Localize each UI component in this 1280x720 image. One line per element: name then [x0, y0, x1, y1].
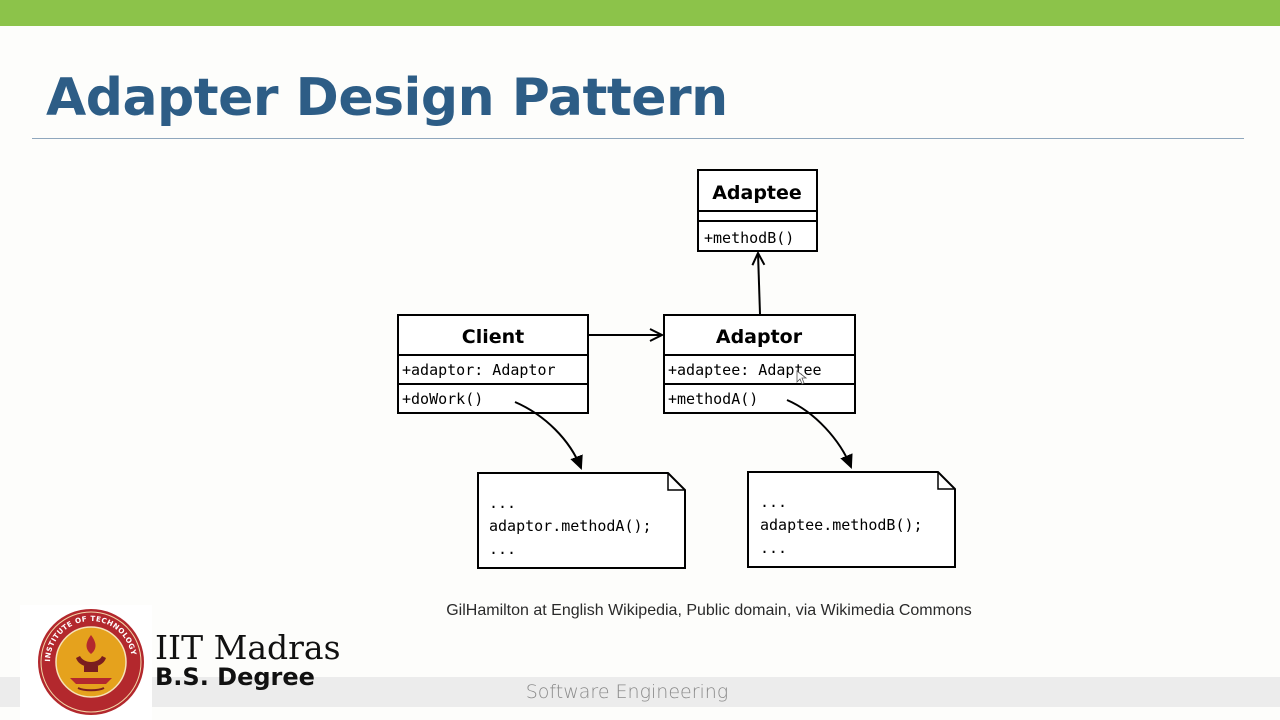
top-accent-bar: [0, 0, 1280, 26]
adaptor-attribute: +adaptee: Adaptee: [668, 361, 822, 379]
slide-title: Adapter Design Pattern: [46, 68, 728, 128]
adaptor-class-name: Adaptor: [716, 326, 803, 348]
client-note-line: ...: [489, 494, 516, 512]
brand-subtitle: B.S. Degree: [155, 663, 315, 691]
client-class: Client +adaptor: Adaptor +doWork(): [397, 314, 589, 414]
adaptor-to-adaptee-arrow: [758, 253, 760, 315]
adaptor-note-link: [786, 399, 851, 467]
title-divider: [32, 138, 1244, 139]
client-note-link: [514, 401, 581, 468]
adaptor-note: ... adaptee.methodB(); ...: [747, 471, 956, 568]
image-credit: GilHamilton at English Wikipedia, Public…: [446, 602, 972, 619]
client-attribute: +adaptor: Adaptor: [402, 361, 556, 379]
client-note-line: ...: [489, 540, 516, 558]
adaptee-operation: +methodB(): [704, 229, 794, 247]
footer-bar: [0, 677, 1280, 707]
adaptor-operation: +methodA(): [668, 390, 758, 408]
mouse-cursor-icon: [796, 370, 808, 385]
client-note: ... adaptor.methodA(); ...: [477, 472, 686, 569]
client-class-name: Client: [462, 326, 524, 348]
adaptee-class-name: Adaptee: [712, 182, 802, 204]
adaptor-note-line: adaptee.methodB();: [760, 516, 923, 534]
client-operation: +doWork(): [402, 390, 483, 408]
adaptor-note-line: ...: [760, 493, 787, 511]
iit-madras-seal-icon: INDIAN INSTITUTE OF TECHNOLOGY MADRAS: [36, 608, 144, 715]
brand-name: IIT Madras: [155, 628, 341, 667]
course-name: Software Engineering: [525, 681, 729, 703]
adaptee-class: Adaptee +methodB(): [697, 169, 818, 252]
adaptor-class: Adaptor +adaptee: Adaptee +methodA(): [663, 314, 856, 414]
adaptor-note-line: ...: [760, 539, 787, 557]
client-note-line: adaptor.methodA();: [489, 517, 652, 535]
